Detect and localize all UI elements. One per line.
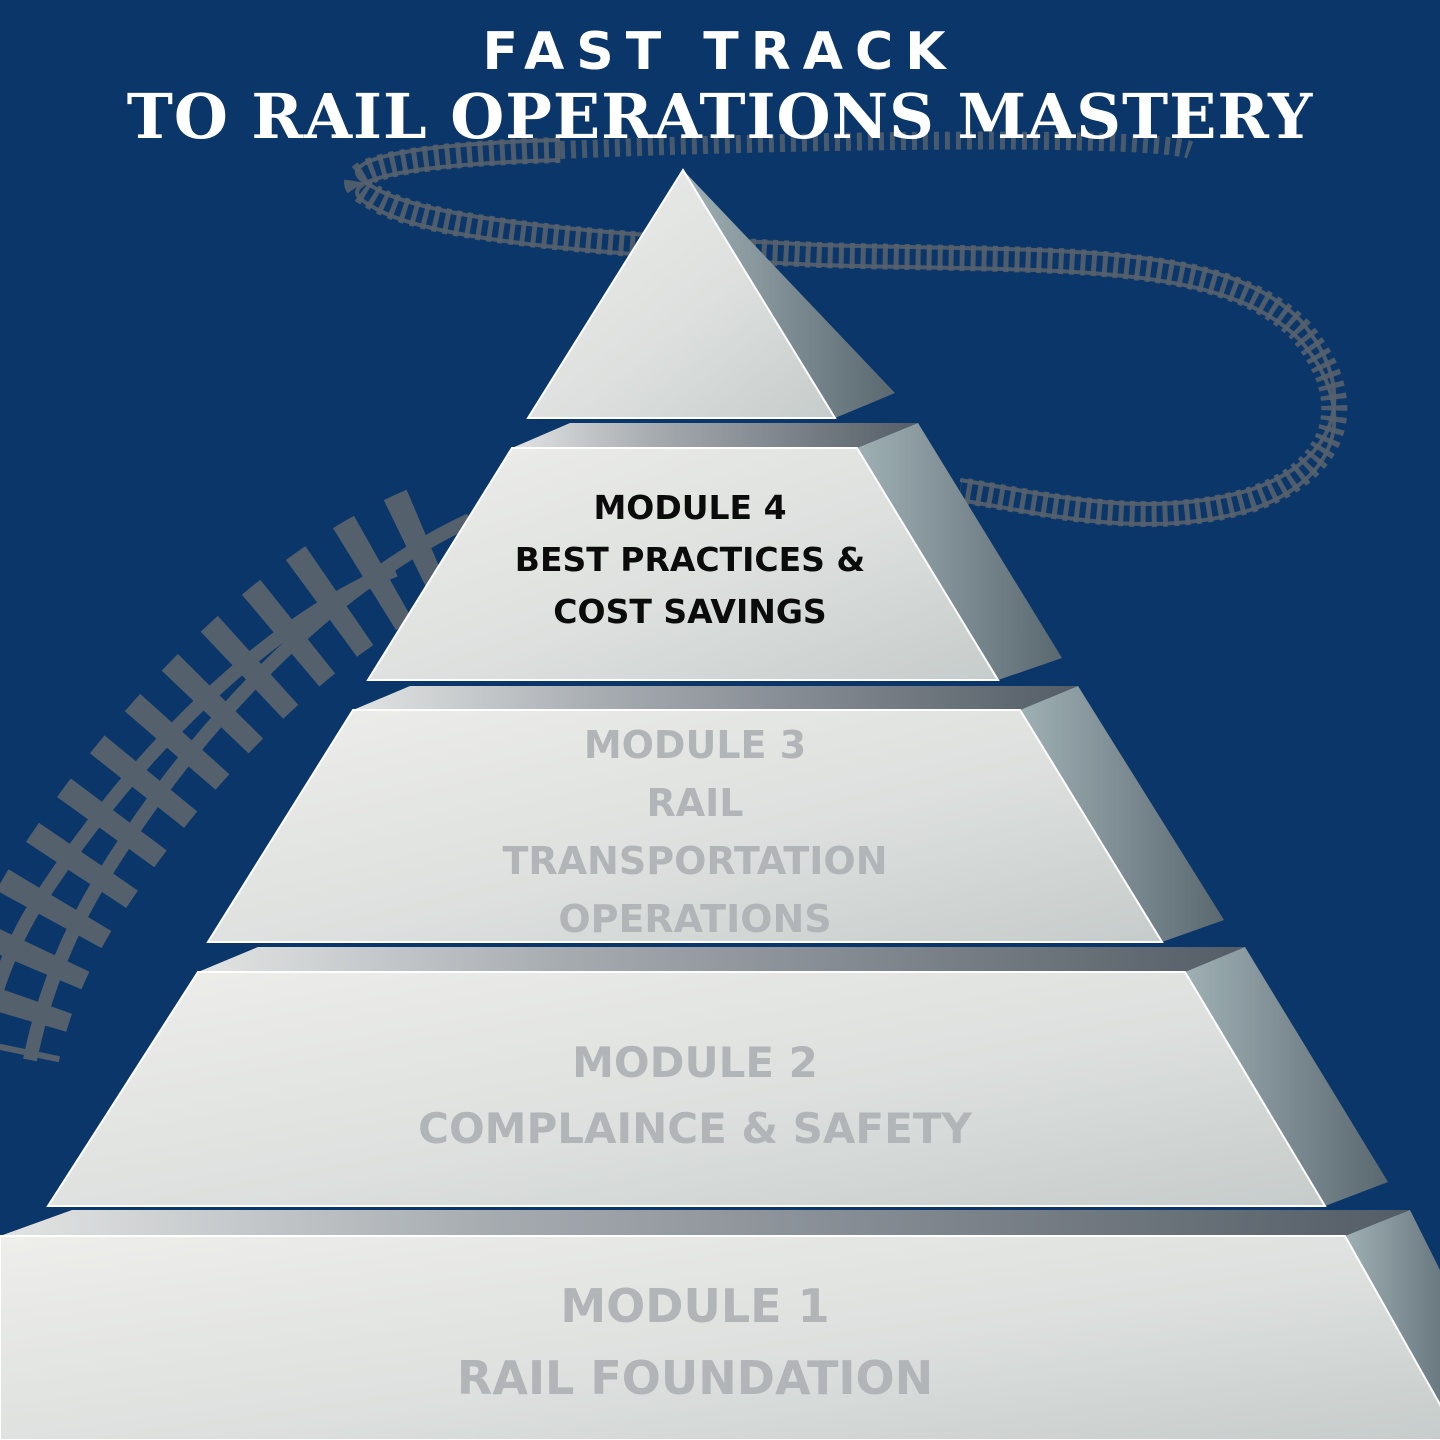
module-3-top-face bbox=[353, 686, 1078, 710]
module-3-line-3: TRANSPORTATION bbox=[345, 832, 1045, 890]
module-1-top-face bbox=[0, 1210, 1410, 1236]
module-4-top-face bbox=[512, 423, 918, 448]
module-4-line-3: COST SAVINGS bbox=[430, 586, 950, 638]
title-line-2: TO RAIL OPERATIONS MASTERY bbox=[0, 80, 1440, 153]
module-2-top-face bbox=[198, 947, 1245, 972]
module-2-line-2: COMPLAINCE & SAFETY bbox=[245, 1096, 1145, 1162]
module-2-label[interactable]: MODULE 2 COMPLAINCE & SAFETY bbox=[245, 1030, 1145, 1162]
title-line-1: FAST TRACK bbox=[0, 22, 1440, 82]
module-2-line-1: MODULE 2 bbox=[245, 1030, 1145, 1096]
module-1-label[interactable]: MODULE 1 RAIL FOUNDATION bbox=[245, 1270, 1145, 1414]
module-1-line-2: RAIL FOUNDATION bbox=[245, 1342, 1145, 1414]
module-4-label[interactable]: MODULE 4 BEST PRACTICES & COST SAVINGS bbox=[430, 482, 950, 638]
module-4-line-1: MODULE 4 bbox=[430, 482, 950, 534]
module-3-line-2: RAIL bbox=[345, 774, 1045, 832]
module-1-line-1: MODULE 1 bbox=[245, 1270, 1145, 1342]
module-3-line-1: MODULE 3 bbox=[345, 716, 1045, 774]
module-3-label[interactable]: MODULE 3 RAIL TRANSPORTATION OPERATIONS bbox=[345, 716, 1045, 948]
module-3-line-4: OPERATIONS bbox=[345, 890, 1045, 948]
module-4-line-2: BEST PRACTICES & bbox=[430, 534, 950, 586]
